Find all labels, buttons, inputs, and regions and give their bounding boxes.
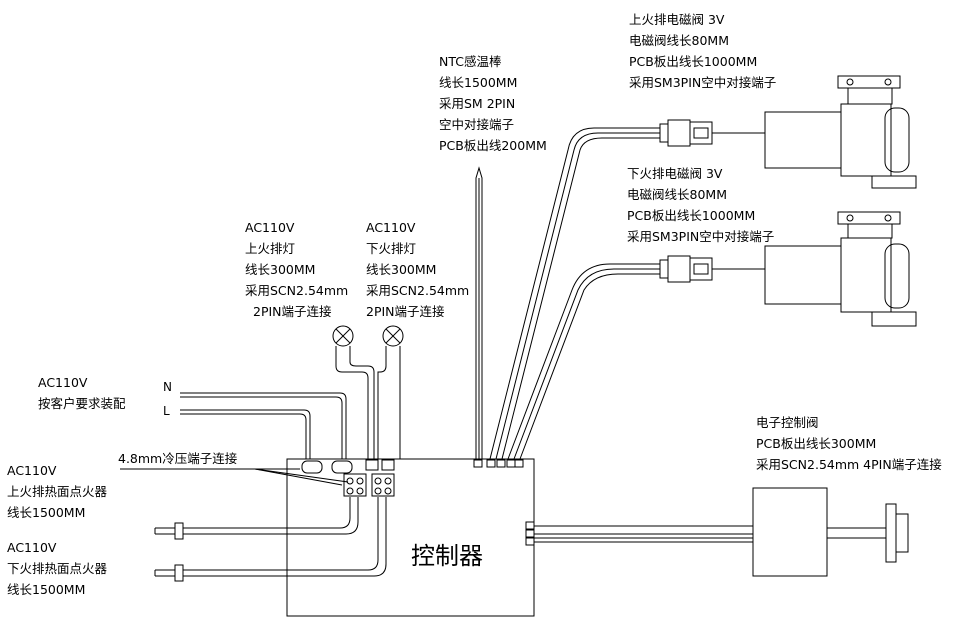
crimp-terminal-label: 4.8mm冷压端子连接 (118, 451, 238, 466)
power-input-label: AC110V 按客户要求装配 (38, 375, 126, 411)
igniter-terminal-blocks (344, 474, 394, 496)
upper-igniter-label: AC110V 上火排热面点火器 线长1500MM (7, 463, 108, 520)
lower-igniter-label: AC110V 下火排热面点火器 线长1500MM (7, 540, 108, 597)
ntc-sensor-rod (476, 168, 482, 459)
lower-solenoid-wires (508, 264, 660, 459)
lower-solenoid-valve-graphic (660, 212, 916, 326)
power-input-wires (180, 393, 346, 459)
line-wire-label: L (163, 404, 170, 418)
upper-igniter-graphic (155, 497, 358, 539)
lower-lamp-wires (378, 326, 403, 459)
upper-solenoid-wires (490, 128, 660, 459)
upper-lamp-icon (333, 326, 353, 346)
controller-label: 控制器 (411, 542, 483, 570)
lower-lamp-label: AC110V 下火排灯 线长300MM 采用SCN2.54mm 2PIN端子连接 (366, 220, 470, 319)
upper-lamp-wires (333, 326, 374, 459)
lower-lamp-icon (383, 326, 403, 346)
upper-lamp-label: AC110V 上火排灯 线长300MM 采用SCN2.54mm 2PIN端子连接 (245, 220, 349, 319)
upper-solenoid-valve-graphic (660, 76, 916, 188)
lower-solenoid-label: 下火排电磁阀 3V 电磁阀线长80MM PCB板出线长1000MM 采用SM3P… (627, 166, 775, 244)
electronic-valve-label: 电子控制阀 PCB板出线长300MM 采用SCN2.54mm 4PIN端子连接 (756, 415, 942, 472)
controller-top-connectors (302, 460, 523, 473)
crimp-terminal-pointers (120, 469, 348, 485)
upper-solenoid-label: 上火排电磁阀 3V 电磁阀线长80MM PCB板出线长1000MM 采用SM3P… (629, 12, 777, 90)
lower-igniter-graphic (155, 497, 386, 581)
electronic-valve-graphic (526, 488, 908, 576)
ntc-sensor-label: NTC感温棒 线长1500MM 采用SM 2PIN 空中对接端子 PCB板出线2… (439, 54, 547, 153)
neutral-wire-label: N (163, 380, 172, 394)
